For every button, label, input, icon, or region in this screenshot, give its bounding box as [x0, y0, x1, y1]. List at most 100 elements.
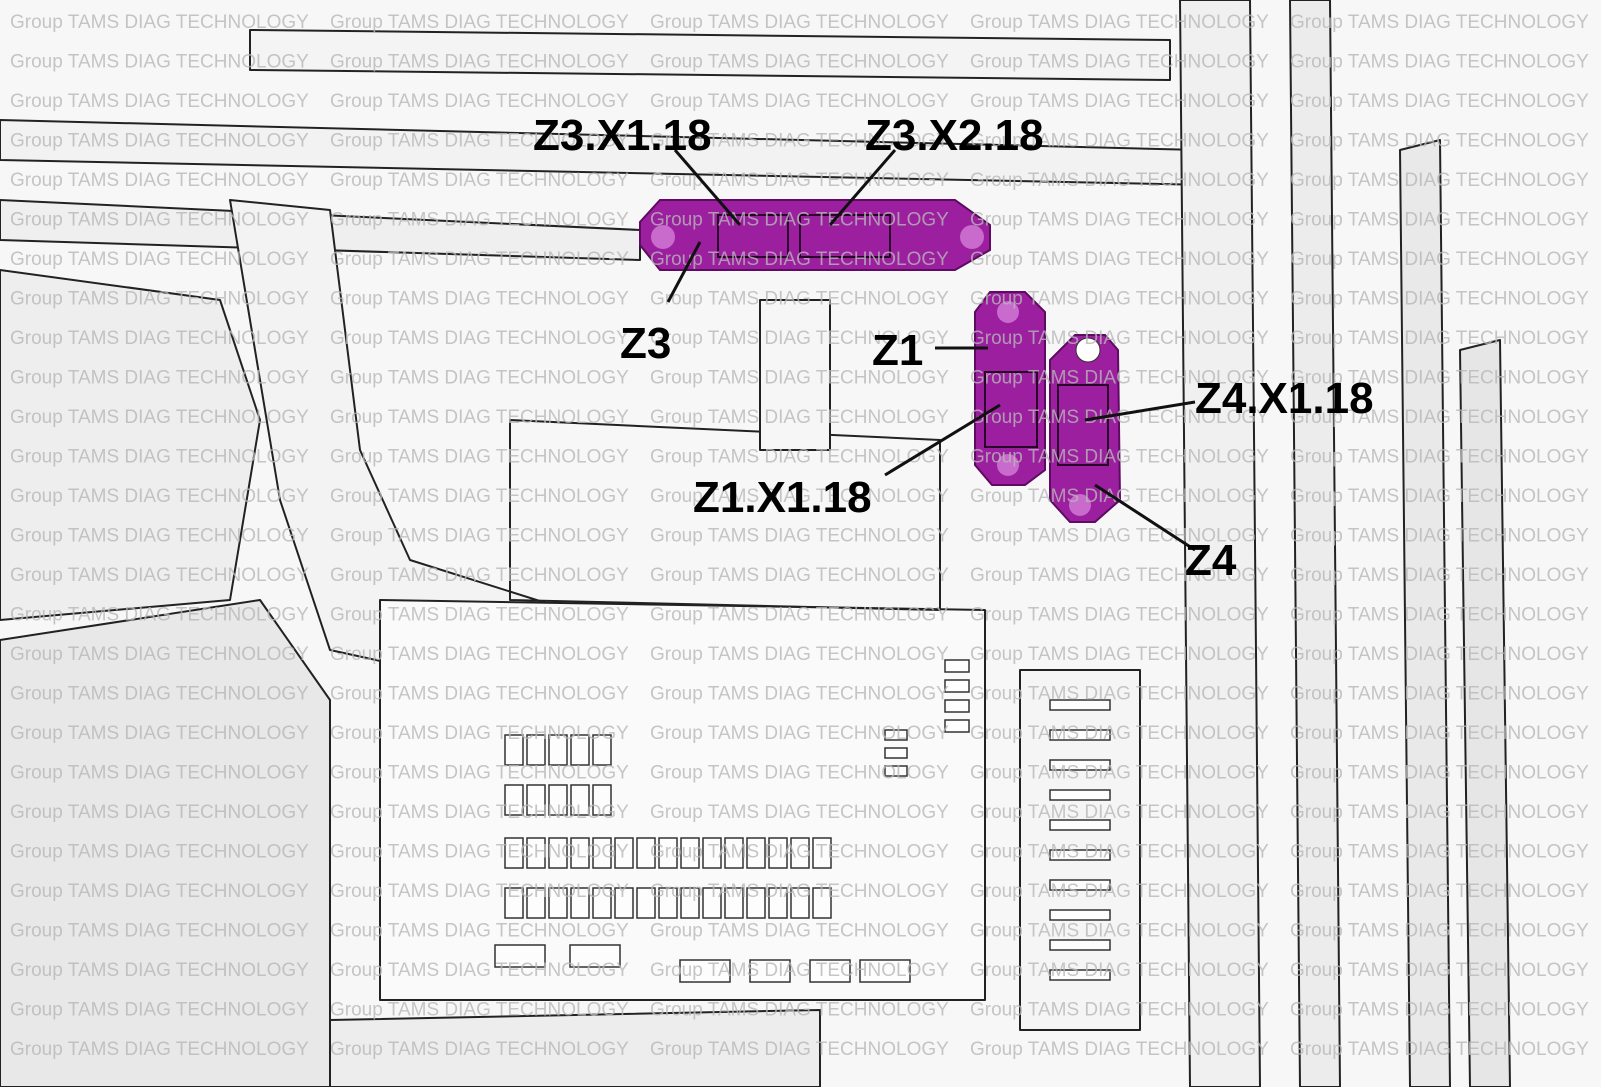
watermark-text: Group TAMS DIAG TECHNOLOGY	[650, 881, 949, 902]
relay-grid	[494, 659, 1111, 983]
watermark-text: Group TAMS DIAG TECHNOLOGY	[650, 565, 949, 586]
watermark-text: Group TAMS DIAG TECHNOLOGY	[330, 605, 629, 626]
watermark-text: Group TAMS DIAG TECHNOLOGY	[330, 407, 629, 428]
watermark-text: Group TAMS DIAG TECHNOLOGY	[330, 486, 629, 507]
watermark-text: Group TAMS DIAG TECHNOLOGY	[330, 170, 629, 191]
label-z1: Z1	[872, 326, 923, 375]
watermark-text: Group TAMS DIAG TECHNOLOGY	[330, 723, 629, 744]
watermark-text: Group TAMS DIAG TECHNOLOGY	[330, 921, 629, 942]
watermark-text: Group TAMS DIAG TECHNOLOGY	[10, 684, 309, 705]
watermark-text: Group TAMS DIAG TECHNOLOGY	[1290, 802, 1589, 823]
watermark-text: Group TAMS DIAG TECHNOLOGY	[1290, 368, 1589, 389]
watermark-text: Group TAMS DIAG TECHNOLOGY	[650, 52, 949, 73]
watermark-text: Group TAMS DIAG TECHNOLOGY	[1290, 447, 1589, 468]
watermark-text: Group TAMS DIAG TECHNOLOGY	[330, 763, 629, 784]
watermark-text: Group TAMS DIAG TECHNOLOGY	[330, 842, 629, 863]
watermark-text: Group TAMS DIAG TECHNOLOGY	[10, 565, 309, 586]
watermark-text: Group TAMS DIAG TECHNOLOGY	[330, 210, 629, 231]
watermark-text: Group TAMS DIAG TECHNOLOGY	[10, 526, 309, 547]
watermark-text: Group TAMS DIAG TECHNOLOGY	[970, 289, 1269, 310]
watermark-text: Group TAMS DIAG TECHNOLOGY	[650, 289, 949, 310]
watermark-text: Group TAMS DIAG TECHNOLOGY	[970, 960, 1269, 981]
watermark-text: Group TAMS DIAG TECHNOLOGY	[10, 921, 309, 942]
watermark-text: Group TAMS DIAG TECHNOLOGY	[330, 12, 629, 33]
watermark-text: Group TAMS DIAG TECHNOLOGY	[970, 723, 1269, 744]
watermark-text: Group TAMS DIAG TECHNOLOGY	[1290, 565, 1589, 586]
watermark-text: Group TAMS DIAG TECHNOLOGY	[970, 921, 1269, 942]
watermark-text: Group TAMS DIAG TECHNOLOGY	[650, 12, 949, 33]
watermark-layer: Group TAMS DIAG TECHNOLOGY Group TAMS DIA…	[10, 12, 1589, 1060]
watermark-text: Group TAMS DIAG TECHNOLOGY	[650, 1000, 949, 1021]
watermark-text: Group TAMS DIAG TECHNOLOGY	[650, 526, 949, 547]
watermark-text: Group TAMS DIAG TECHNOLOGY	[10, 407, 309, 428]
watermark-text: Group TAMS DIAG TECHNOLOGY	[330, 447, 629, 468]
watermark-text: Group TAMS DIAG TECHNOLOGY	[1290, 526, 1589, 547]
watermark-text: Group TAMS DIAG TECHNOLOGY	[10, 486, 309, 507]
watermark-text: Group TAMS DIAG TECHNOLOGY	[1290, 328, 1589, 349]
watermark-text: Group TAMS DIAG TECHNOLOGY	[970, 644, 1269, 665]
watermark-text: Group TAMS DIAG TECHNOLOGY	[10, 12, 309, 33]
watermark-text: Group TAMS DIAG TECHNOLOGY	[10, 1039, 309, 1060]
watermark-text: Group TAMS DIAG TECHNOLOGY	[970, 52, 1269, 73]
watermark-text: Group TAMS DIAG TECHNOLOGY	[10, 210, 309, 231]
watermark-text: Group TAMS DIAG TECHNOLOGY	[1290, 289, 1589, 310]
watermark-text: Group TAMS DIAG TECHNOLOGY	[330, 249, 629, 270]
watermark-text: Group TAMS DIAG TECHNOLOGY	[650, 921, 949, 942]
watermark-text: Group TAMS DIAG TECHNOLOGY	[970, 605, 1269, 626]
label-z3-x2-18: Z3.X2.18	[865, 111, 1044, 160]
watermark-text: Group TAMS DIAG TECHNOLOGY	[970, 91, 1269, 112]
watermark-text: Group TAMS DIAG TECHNOLOGY	[1290, 881, 1589, 902]
watermark-text: Group TAMS DIAG TECHNOLOGY	[650, 802, 949, 823]
watermark-text: Group TAMS DIAG TECHNOLOGY	[1290, 921, 1589, 942]
watermark-text: Group TAMS DIAG TECHNOLOGY	[650, 644, 949, 665]
watermark-text: Group TAMS DIAG TECHNOLOGY	[10, 605, 309, 626]
module-z3	[639, 199, 991, 271]
watermark-text: Group TAMS DIAG TECHNOLOGY	[970, 131, 1269, 152]
watermark-text: Group TAMS DIAG TECHNOLOGY	[650, 131, 949, 152]
module-z4	[1049, 334, 1122, 523]
watermark-text: Group TAMS DIAG TECHNOLOGY	[330, 328, 629, 349]
watermark-text: Group TAMS DIAG TECHNOLOGY	[330, 684, 629, 705]
watermark-text: Group TAMS DIAG TECHNOLOGY	[970, 170, 1269, 191]
watermark-text: Group TAMS DIAG TECHNOLOGY	[10, 802, 309, 823]
watermark-text: Group TAMS DIAG TECHNOLOGY	[10, 960, 309, 981]
watermark-text: Group TAMS DIAG TECHNOLOGY	[10, 447, 309, 468]
watermark-text: Group TAMS DIAG TECHNOLOGY	[10, 289, 309, 310]
watermark-text: Group TAMS DIAG TECHNOLOGY	[650, 407, 949, 428]
watermark-text: Group TAMS DIAG TECHNOLOGY	[970, 12, 1269, 33]
watermark-text: Group TAMS DIAG TECHNOLOGY	[10, 881, 309, 902]
watermark-text: Group TAMS DIAG TECHNOLOGY	[970, 565, 1269, 586]
watermark-text: Group TAMS DIAG TECHNOLOGY	[970, 881, 1269, 902]
watermark-text: Group TAMS DIAG TECHNOLOGY	[330, 91, 629, 112]
watermark-text: Group TAMS DIAG TECHNOLOGY	[650, 763, 949, 784]
watermark-text: Group TAMS DIAG TECHNOLOGY	[10, 644, 309, 665]
watermark-text: Group TAMS DIAG TECHNOLOGY	[330, 368, 629, 389]
watermark-text: Group TAMS DIAG TECHNOLOGY	[970, 802, 1269, 823]
watermark-text: Group TAMS DIAG TECHNOLOGY	[1290, 723, 1589, 744]
watermark-text: Group TAMS DIAG TECHNOLOGY	[10, 842, 309, 863]
watermark-text: Group TAMS DIAG TECHNOLOGY	[1290, 842, 1589, 863]
watermark-text: Group TAMS DIAG TECHNOLOGY	[330, 644, 629, 665]
watermark-text: Group TAMS DIAG TECHNOLOGY	[330, 131, 629, 152]
label-z3: Z3	[620, 319, 671, 368]
watermark-text: Group TAMS DIAG TECHNOLOGY	[970, 210, 1269, 231]
watermark-text: Group TAMS DIAG TECHNOLOGY	[1290, 605, 1589, 626]
watermark-text: Group TAMS DIAG TECHNOLOGY	[970, 486, 1269, 507]
watermark-text: Group TAMS DIAG TECHNOLOGY	[970, 526, 1269, 547]
label-z1-x1-18: Z1.X1.18	[693, 473, 872, 522]
watermark-text: Group TAMS DIAG TECHNOLOGY	[1290, 12, 1589, 33]
watermark-text: Group TAMS DIAG TECHNOLOGY	[650, 328, 949, 349]
watermark-text: Group TAMS DIAG TECHNOLOGY	[10, 91, 309, 112]
watermark-text: Group TAMS DIAG TECHNOLOGY	[1290, 170, 1589, 191]
watermark-text: Group TAMS DIAG TECHNOLOGY	[650, 368, 949, 389]
watermark-text: Group TAMS DIAG TECHNOLOGY	[650, 210, 949, 231]
watermark-text: Group TAMS DIAG TECHNOLOGY	[10, 368, 309, 389]
label-z3-x1-18: Z3.X1.18	[533, 111, 712, 160]
watermark-text: Group TAMS DIAG TECHNOLOGY	[1290, 91, 1589, 112]
watermark-text: Group TAMS DIAG TECHNOLOGY	[970, 447, 1269, 468]
watermark-text: Group TAMS DIAG TECHNOLOGY	[970, 1039, 1269, 1060]
highlighted-modules	[639, 199, 1122, 523]
watermark-text: Group TAMS DIAG TECHNOLOGY	[970, 249, 1269, 270]
